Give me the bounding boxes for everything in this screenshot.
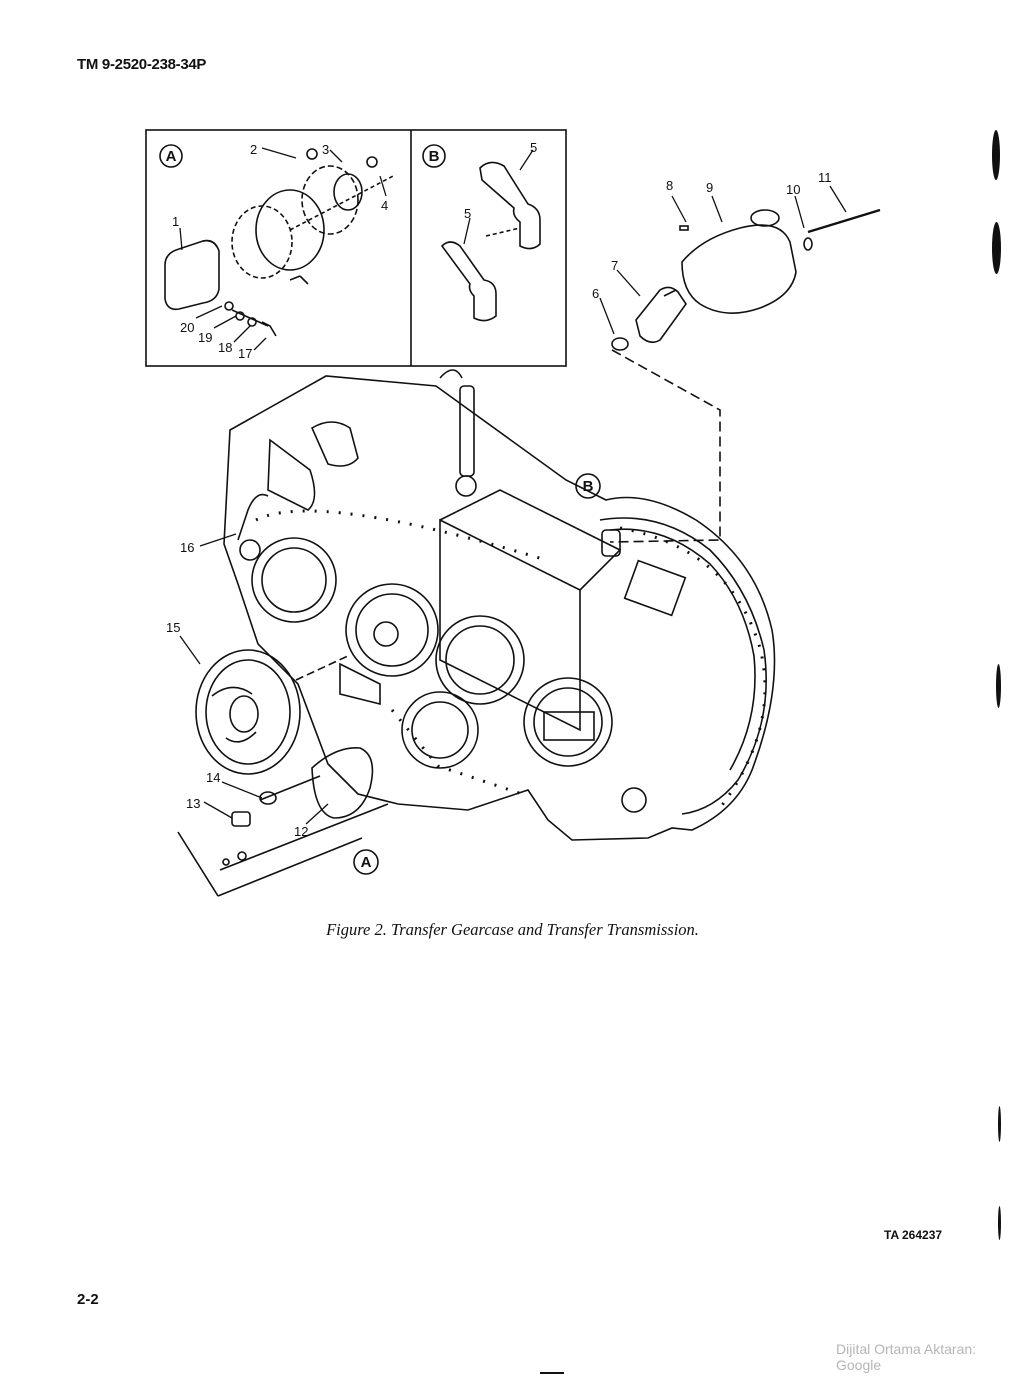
callout-17: 17 (238, 346, 252, 361)
main-view-label-a: A (361, 854, 372, 871)
callout-numbers: 1 2 3 4 5 5 6 7 8 9 10 11 12 13 14 15 16… (166, 140, 832, 839)
scan-edge-mark (996, 664, 1001, 708)
page-number: 2-2 (77, 1291, 99, 1308)
callout-11: 11 (818, 170, 832, 185)
main-view-label-b: B (583, 478, 594, 495)
assembly-line-b (609, 349, 721, 543)
callout-6: 6 (592, 286, 599, 301)
callout-4: 4 (381, 198, 388, 213)
detail-label-a-circle (159, 144, 601, 875)
assembly-line-a (177, 803, 389, 897)
callout-7: 7 (611, 258, 618, 273)
detail-label-b: B (429, 148, 440, 165)
callout-12: 12 (294, 824, 308, 839)
callout-9: 9 (706, 180, 713, 195)
callout-leaders (179, 147, 847, 825)
gearcase-covers (239, 529, 687, 813)
shift-cylinder-drawing (611, 208, 881, 351)
callout-19: 19 (198, 330, 212, 345)
callout-3: 3 (322, 142, 329, 157)
callout-13: 13 (186, 796, 200, 811)
callout-10: 10 (786, 182, 800, 197)
callout-16: 16 (180, 540, 194, 555)
figure-caption: Figure 2. Transfer Gearcase and Transfer… (326, 920, 699, 939)
manual-number: TM 9-2520-238-34P (77, 56, 207, 73)
callout-15: 15 (166, 620, 180, 635)
scan-edge-mark (992, 222, 1001, 274)
scan-edge-mark (998, 1106, 1001, 1142)
callout-5b: 5 (464, 206, 471, 221)
detail-frame-outer (145, 129, 567, 367)
flange-bolts (255, 509, 767, 809)
callout-18: 18 (218, 340, 232, 355)
detail-label-a: A (166, 148, 177, 165)
art-number: TA 264237 (884, 1228, 943, 1242)
callout-1: 1 (172, 214, 179, 229)
scan-edge-mark (540, 1372, 564, 1374)
gearcase-housing (223, 369, 776, 841)
scan-edge-mark (992, 130, 1000, 180)
scan-edge-mark (998, 1206, 1001, 1240)
scan-watermark: Dijital Ortama Aktaran: Google (836, 1341, 977, 1373)
callout-20: 20 (180, 320, 194, 335)
detail-b-drawing (440, 161, 541, 322)
callout-5a: 5 (530, 140, 537, 155)
callout-2: 2 (250, 142, 257, 157)
detail-a-drawing (164, 148, 396, 337)
pulley-and-parts (195, 493, 374, 866)
callout-8: 8 (666, 178, 673, 193)
callout-14: 14 (206, 770, 220, 785)
